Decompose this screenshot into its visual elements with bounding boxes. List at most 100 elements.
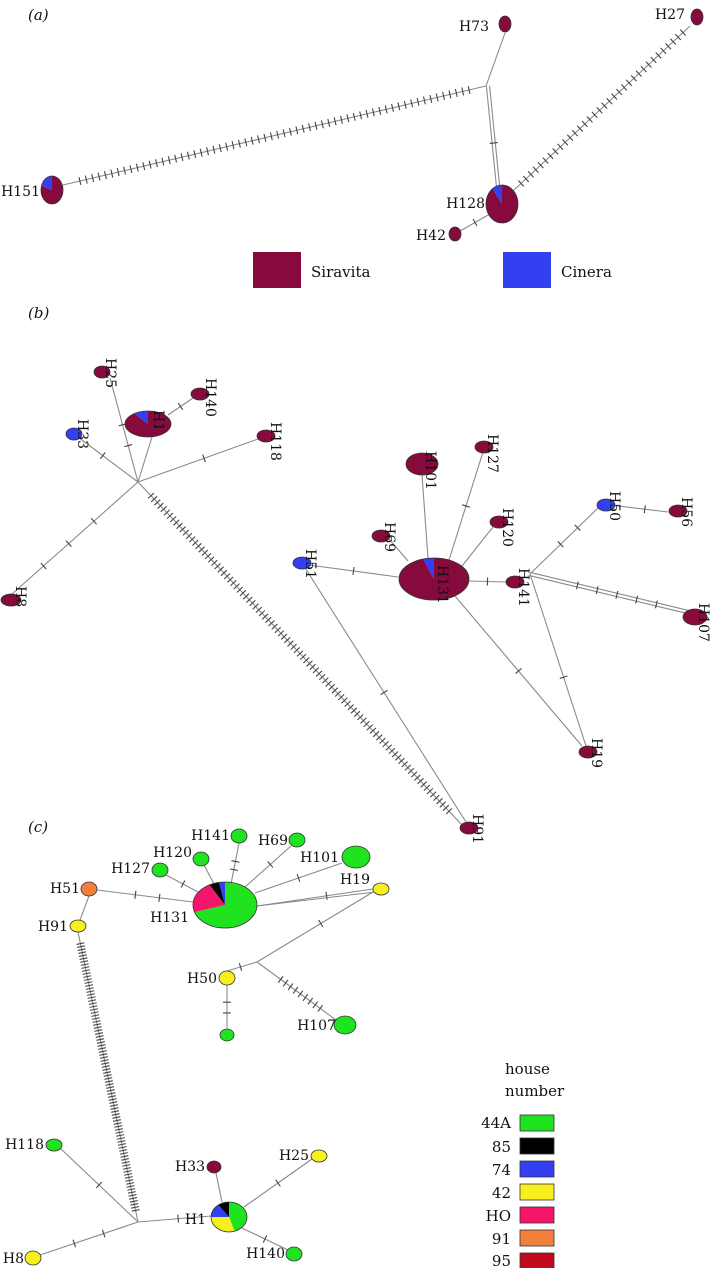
mutation-tick [375,734,383,741]
mutation-tick [104,1077,113,1080]
node-shape [65,427,83,441]
mutation-tick [280,633,288,640]
mutation-tick [177,402,184,411]
legend-swatch [519,1252,555,1268]
mutation-tick [93,1026,102,1029]
mutation-tick [448,90,452,99]
mutation-tick [557,143,564,151]
node-outline [40,175,64,205]
mutation-tick [174,154,178,163]
mutation-tick [90,1011,99,1014]
mutation-tick [124,1176,133,1179]
mutation-tick [188,536,196,543]
mutation-tick [527,170,534,178]
mutation-tick [95,1181,103,1189]
mutation-tick [265,616,272,624]
legend-swatch [519,1206,555,1224]
mutation-tick [223,573,231,580]
mutation-tick [214,563,221,570]
node-label: H51 [302,549,318,579]
mutation-tick [91,174,95,183]
mutation-tick [117,1143,126,1146]
mutation-tick [93,1023,102,1026]
node-shape [0,593,22,607]
node-shape [93,365,111,379]
mutation-tick [315,670,323,677]
mutation-tick [654,600,658,609]
node-shape [190,387,210,401]
mutation-tick [150,495,158,503]
haplotype-node [310,1149,328,1163]
haplotype-node [93,365,111,379]
mutation-tick [166,512,174,520]
mutation-tick [581,120,588,128]
mutation-tick [322,677,329,684]
haplotype-node [474,440,494,454]
mutation-tick [218,144,222,153]
pie-slice [194,882,258,929]
node-label: H140 [246,1246,285,1262]
node-label: H51 [50,881,80,897]
mutation-tick [108,1098,117,1101]
mutation-tick [101,1229,106,1238]
mutation-tick [177,1214,180,1223]
mutation-tick [439,801,446,808]
mutation-tick [204,552,212,560]
mutation-tick [308,123,312,132]
mutation-tick [90,517,97,525]
network-edge [529,573,587,747]
mutation-tick [426,787,434,795]
mutation-tick [231,860,240,863]
pie-slice [193,884,225,913]
mutation-tick [76,942,85,945]
mutation-tick [360,717,367,724]
mutation-tick [124,444,133,448]
node-outline [210,1201,248,1233]
mutation-tick [306,660,313,667]
node-shape [489,515,509,529]
mutation-tick [245,596,253,603]
node-shape [285,1246,303,1262]
mutation-tick [161,157,165,166]
mutation-tick [112,1119,122,1122]
legend-title: house [505,1060,550,1078]
haplotype-node [210,1201,248,1233]
mutation-tick [98,1047,107,1050]
mutation-tick [238,962,243,971]
node-label: H118 [267,422,283,461]
haplotype-node [690,8,704,26]
node-shape [69,919,87,933]
mutation-tick [414,774,421,781]
mutation-tick [78,177,82,186]
pie-slice [209,882,225,905]
mutation-tick [122,1167,131,1170]
pie-slice [211,1217,235,1233]
mutation-tick [142,162,146,171]
network-edge [215,1172,223,1203]
mutation-tick [269,132,273,141]
mutation-tick [307,997,314,1005]
mutation-tick [435,93,439,102]
mutation-tick [282,979,289,987]
mutation-tick [356,714,364,721]
mutation-tick [365,109,369,118]
node-outline [124,410,172,438]
network-labels: (a)H73H27H151H128H42(b)H25H140H1H118H33H… [1,6,711,1267]
mutation-tick [340,115,343,124]
mutation-tick [423,784,431,791]
mutation-tick [296,874,301,882]
mutation-tick [352,566,355,576]
mutation-tick [126,1185,135,1188]
mutation-tick [207,556,215,563]
mutation-tick [86,993,95,996]
node-outline [192,881,258,929]
node-shape [45,1138,63,1152]
mutation-tick [625,79,633,87]
mutation-tick [180,153,184,162]
haplotype-node [151,862,169,878]
node-label: H69 [258,833,288,849]
network-edge [529,575,688,615]
mutation-tick [334,690,342,697]
mutation-tick [606,97,613,105]
